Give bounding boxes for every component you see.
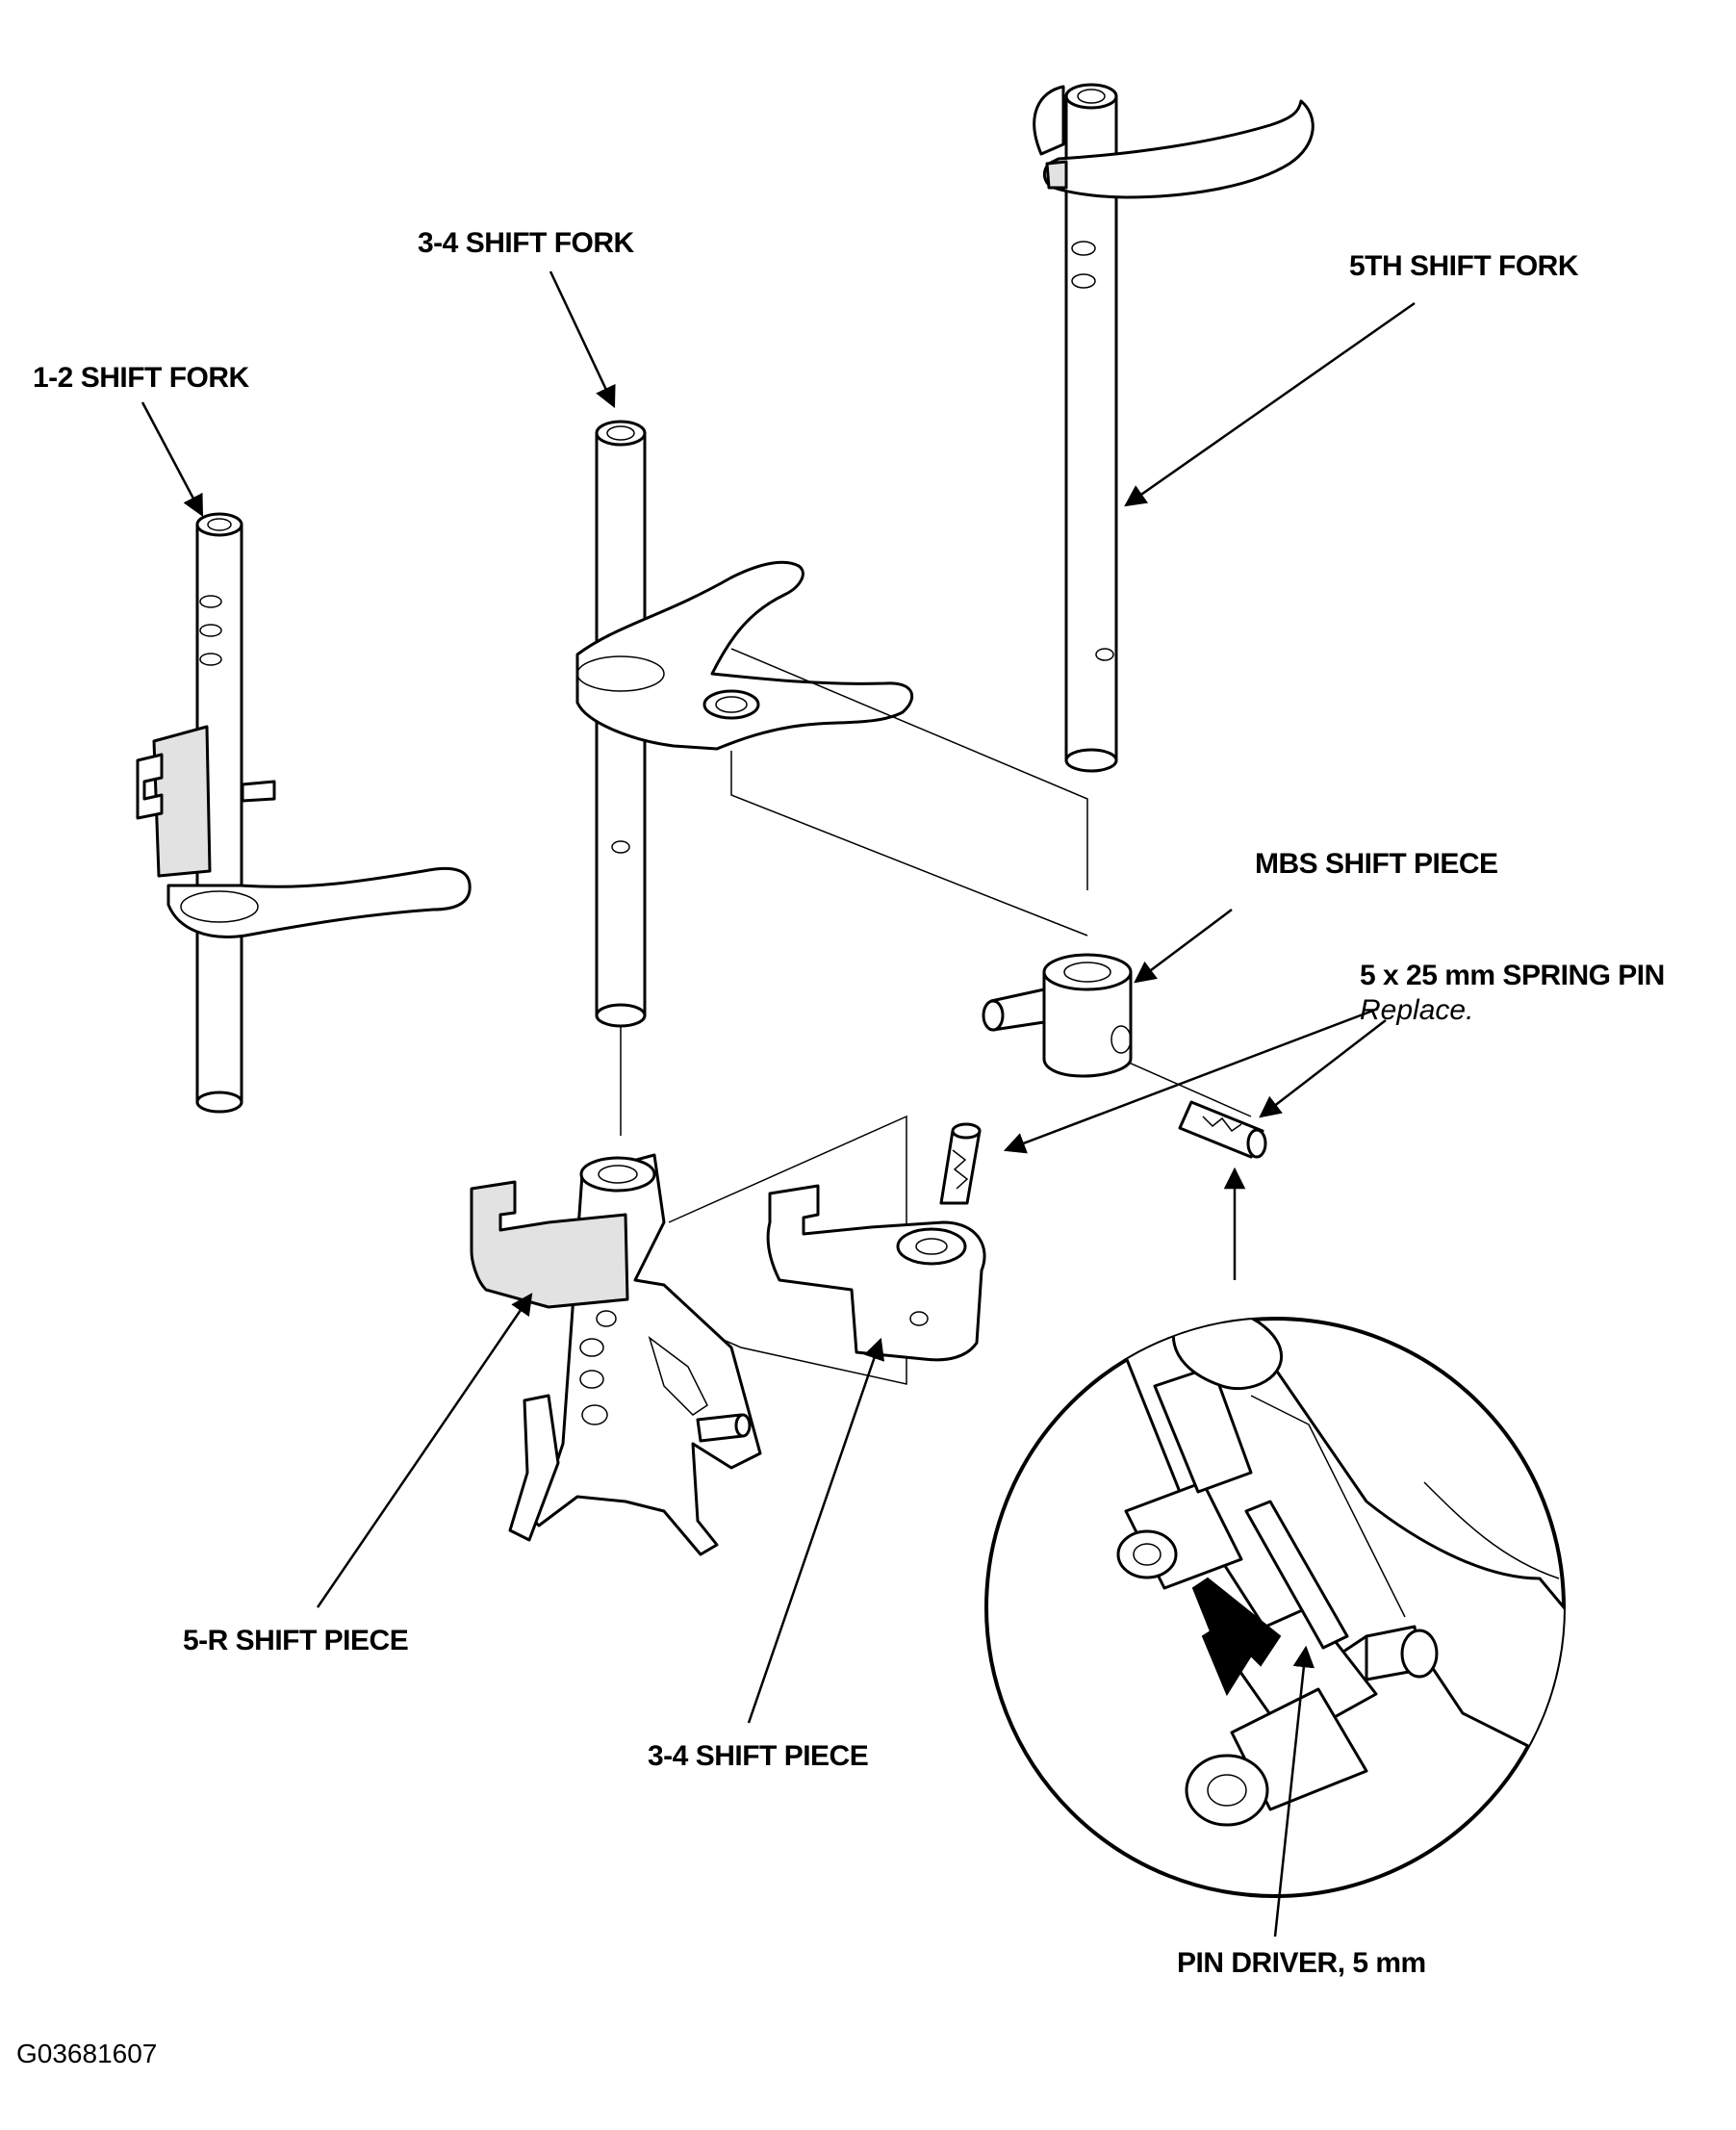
- shift-fork-1-2: [136, 512, 472, 1114]
- label-pin-driver: PIN DRIVER, 5 mm: [1177, 1947, 1426, 1979]
- detail-inset: [984, 1317, 1566, 1898]
- shift-piece-5-r: [470, 1153, 762, 1556]
- spring-pin-left: [939, 1122, 982, 1205]
- label-3-4-shift-fork: 3-4 SHIFT FORK: [418, 227, 634, 259]
- mbs-shift-piece: [982, 953, 1133, 1078]
- shift-fork-3-4: [575, 420, 914, 1028]
- label-mbs-shift-piece: MBS SHIFT PIECE: [1255, 848, 1498, 880]
- spring-pin-right: [1178, 1100, 1267, 1159]
- shift-piece-3-4: [766, 1184, 986, 1362]
- label-spring-pin: 5 x 25 mm SPRING PIN: [1360, 960, 1665, 991]
- label-spring-pin-note: Replace.: [1360, 994, 1474, 1026]
- label-5th-shift-fork: 5TH SHIFT FORK: [1349, 250, 1579, 282]
- label-3-4-shift-piece: 3-4 SHIFT PIECE: [648, 1740, 869, 1772]
- label-5-r-shift-piece: 5-R SHIFT PIECE: [183, 1625, 409, 1656]
- figure-code: G03681607: [16, 2039, 158, 2068]
- drive-direction-arrow-icon: [1191, 1577, 1282, 1697]
- leader-arrows: [140, 270, 1416, 1938]
- shift-fork-5th: [1033, 83, 1315, 773]
- label-1-2-shift-fork: 1-2 SHIFT FORK: [33, 362, 249, 394]
- assembly-guide-lines: [620, 648, 1252, 1385]
